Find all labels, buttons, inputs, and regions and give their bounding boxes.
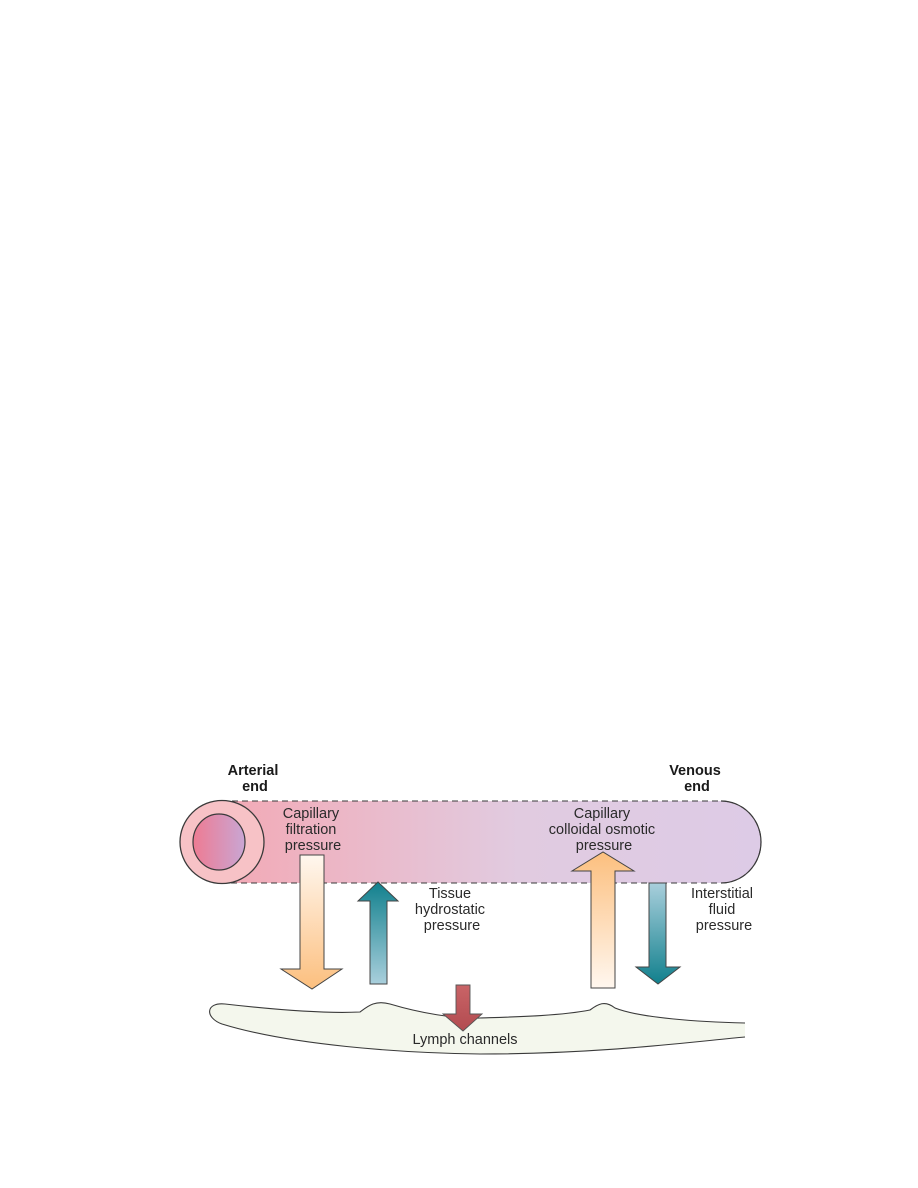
venous-end-label: Venous end bbox=[669, 763, 725, 795]
capillary-osmotic-label: Capillary colloidal osmotic pressure bbox=[549, 806, 659, 854]
lymph-drainage-arrow bbox=[441, 984, 484, 1032]
capillary-filtration-label: Capillary filtration pressure bbox=[283, 806, 343, 854]
tissue-hydrostatic-label: Tissue hydrostatic pressure bbox=[415, 886, 489, 934]
tissue-hydrostatic-arrow bbox=[356, 881, 400, 985]
capillary-filtration-arrow bbox=[279, 854, 344, 990]
capillary-lumen-opening bbox=[179, 799, 265, 885]
capillary-tube bbox=[221, 800, 762, 884]
capillary-osmotic-arrow bbox=[570, 851, 636, 989]
arterial-end-label: Arterial end bbox=[228, 763, 283, 795]
interstitial-fluid-label: Interstitial fluid pressure bbox=[691, 886, 757, 934]
interstitial-fluid-arrow bbox=[634, 882, 682, 985]
lymph-channel bbox=[209, 1002, 746, 1055]
lymph-channels-label: Lymph channels bbox=[412, 1032, 517, 1048]
